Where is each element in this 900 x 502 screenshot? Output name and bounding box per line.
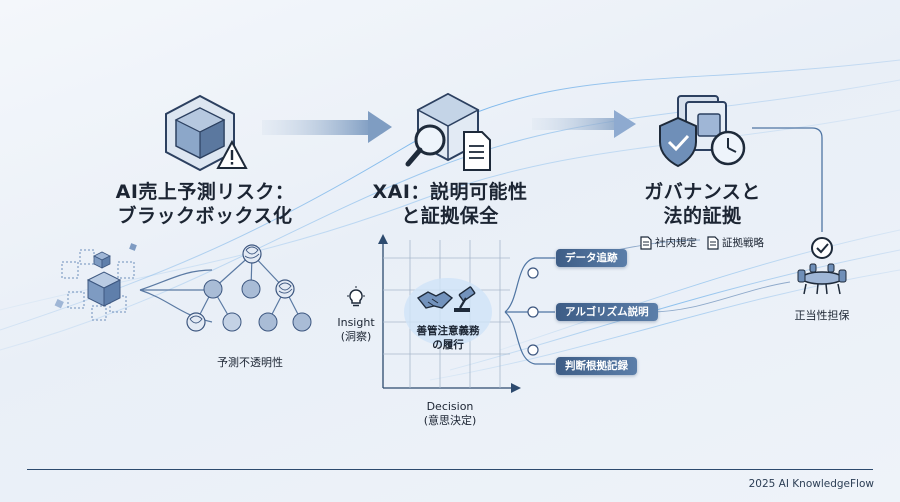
stage2-title-line1: XAI：説明可能性 — [372, 181, 528, 203]
footer-divider — [27, 469, 873, 470]
flow-arrow-1 — [262, 111, 392, 143]
document-icon — [640, 235, 652, 250]
footer-credit: 2025 AI KnowledgeFlow — [748, 478, 874, 490]
document-icon — [707, 235, 719, 250]
stage3-title-line2: 法的証拠 — [663, 205, 742, 227]
stage2-title-line2: と証拠保全 — [401, 205, 499, 227]
stage3-title-line1: ガバナンスと — [644, 181, 761, 203]
branch-algorithm-explanation: アルゴリズム説明 — [556, 303, 658, 321]
x-axis-label-line2: (意思決定) — [423, 414, 477, 427]
shield-document-clock-icon — [659, 95, 746, 168]
lightbulb-icon — [347, 286, 365, 307]
center-label-line1: 善管注意義務 — [416, 325, 480, 337]
magnify-cube-document-icon — [405, 92, 491, 171]
data-cubes-icon — [54, 243, 137, 321]
x-axis-label-line1: Decision — [426, 400, 474, 413]
handshake-gavel-icon — [416, 286, 476, 312]
doc-internal-rules: 社内規定 — [640, 235, 697, 250]
stage1-title-line2: ブラックボックス化 — [117, 205, 293, 227]
doc-evidence-strategy: 証拠戦略 — [707, 235, 764, 250]
connector-to-outcome — [752, 127, 823, 232]
center-label-line2: の履行 — [432, 339, 464, 351]
branch-nodes — [527, 267, 539, 356]
flow-arrow-2 — [532, 110, 636, 138]
doc-internal-rules-label: 社内規定 — [655, 237, 697, 249]
tree-nodes — [186, 244, 312, 332]
y-axis-label-line1: Insight — [337, 316, 375, 329]
outcome-label: 正当性担保 — [794, 309, 850, 322]
branch-data-tracking: データ追跡 — [556, 249, 627, 267]
stage1-title-line1: AI売上予測リスク： — [115, 181, 295, 203]
y-axis-label-line2: (洞察) — [340, 330, 372, 343]
warning-cube-icon — [165, 94, 248, 172]
meeting-table-check-icon — [797, 237, 847, 295]
branch-decision-record: 判断根拠記録 — [556, 357, 637, 375]
doc-evidence-strategy-label: 証拠戦略 — [722, 237, 764, 249]
opacity-label: 予測不透明性 — [217, 356, 283, 369]
